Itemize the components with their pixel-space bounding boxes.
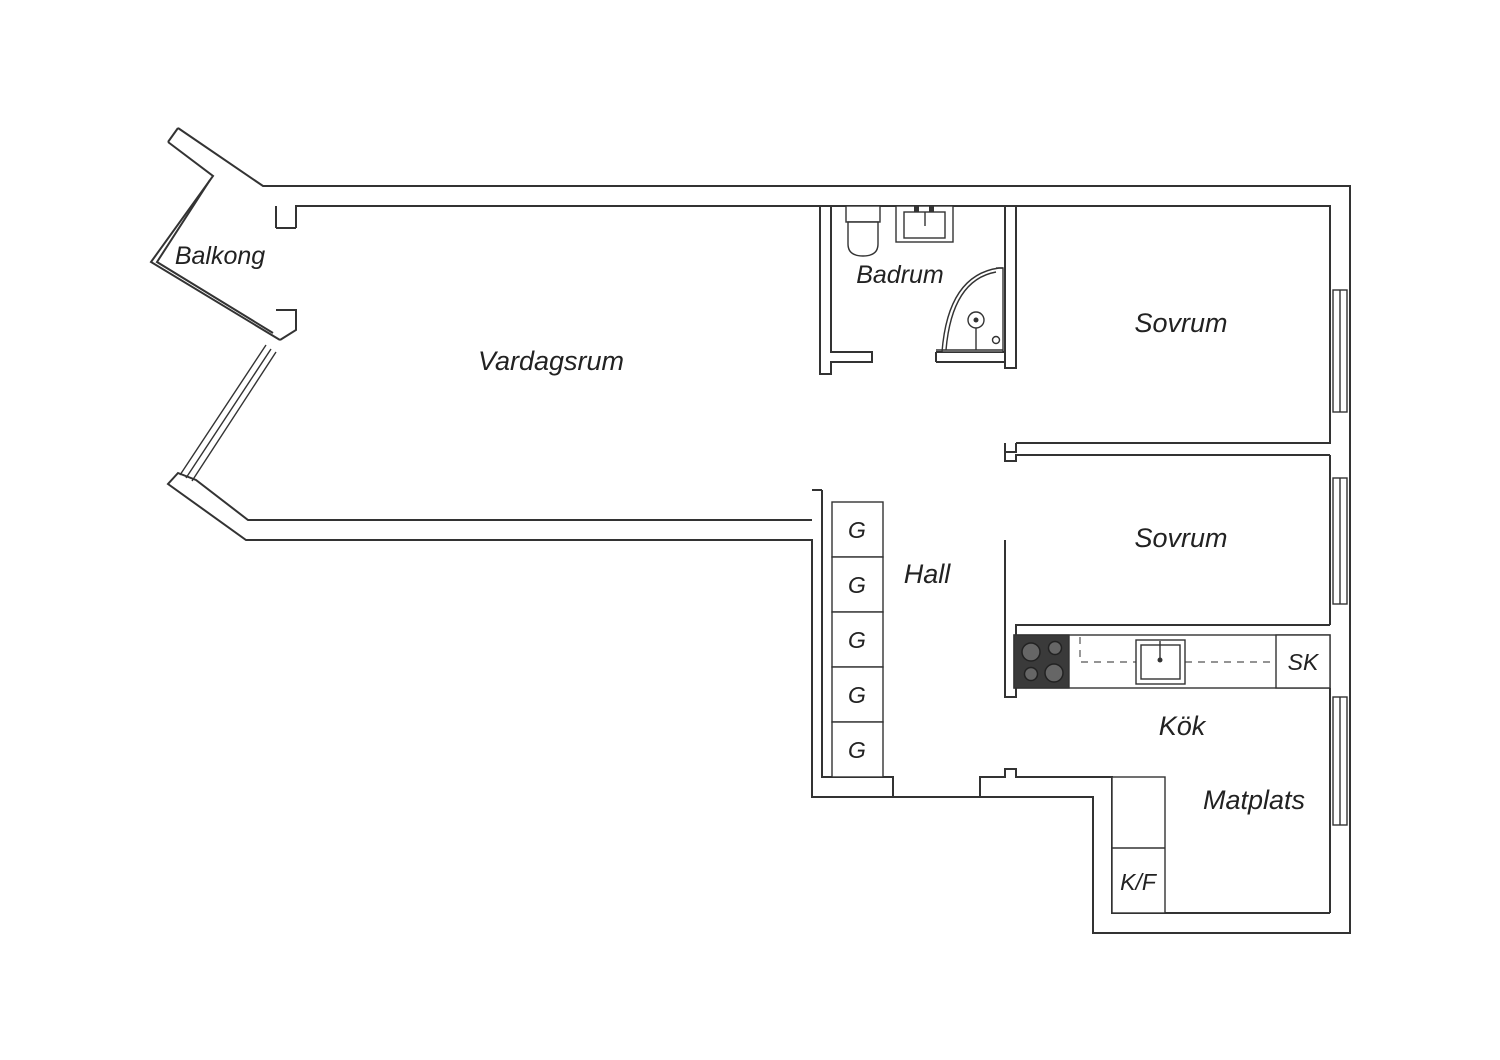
storage-cabinet-label: SK bbox=[1288, 649, 1320, 675]
wardrobe-5 bbox=[831, 721, 884, 778]
balcony-railing-inner bbox=[155, 179, 274, 334]
wardrobes: G G G G G bbox=[831, 501, 884, 778]
sink-icon bbox=[895, 205, 954, 243]
wardrobe-label: G bbox=[848, 627, 866, 653]
wardrobe-label: G bbox=[848, 517, 866, 543]
inner-wall-left-lower bbox=[276, 309, 297, 341]
inner-wall-top bbox=[295, 205, 1331, 444]
room-label-badrum: Badrum bbox=[856, 261, 944, 289]
room-label-sovrum-1: Sovrum bbox=[1134, 308, 1227, 338]
room-label-hall: Hall bbox=[904, 559, 952, 589]
kitchen-sink-icon bbox=[1135, 639, 1186, 685]
outer-walls bbox=[149, 127, 1351, 934]
fridge-freezer-label: K/F bbox=[1120, 869, 1158, 895]
wardrobe-label: G bbox=[848, 572, 866, 598]
wardrobe-label: G bbox=[848, 682, 866, 708]
bathroom-fixtures bbox=[845, 205, 1004, 353]
fridge-freezer bbox=[1111, 776, 1166, 914]
room-labels: Balkong Vardagsrum Badrum Sovrum Sovrum … bbox=[175, 242, 1305, 815]
shower-icon bbox=[936, 267, 1004, 353]
wardrobe-3 bbox=[831, 611, 884, 668]
toilet-icon bbox=[845, 205, 881, 257]
room-label-sovrum-2: Sovrum bbox=[1134, 523, 1227, 553]
kitchen-fixtures: SK K/F bbox=[1013, 634, 1331, 914]
room-label-balkong: Balkong bbox=[175, 242, 265, 270]
storage-cabinet bbox=[1275, 634, 1331, 689]
right-windows bbox=[1332, 289, 1348, 826]
room-label-kok: Kök bbox=[1159, 711, 1207, 741]
stove-icon bbox=[1013, 634, 1070, 689]
angled-window bbox=[179, 344, 277, 482]
balcony-railing bbox=[149, 141, 281, 341]
wardrobe-4 bbox=[831, 666, 884, 723]
wardrobe-1 bbox=[831, 501, 884, 558]
room-label-vardagsrum: Vardagsrum bbox=[478, 346, 624, 376]
wardrobe-label: G bbox=[848, 737, 866, 763]
room-label-matplats: Matplats bbox=[1203, 785, 1305, 815]
